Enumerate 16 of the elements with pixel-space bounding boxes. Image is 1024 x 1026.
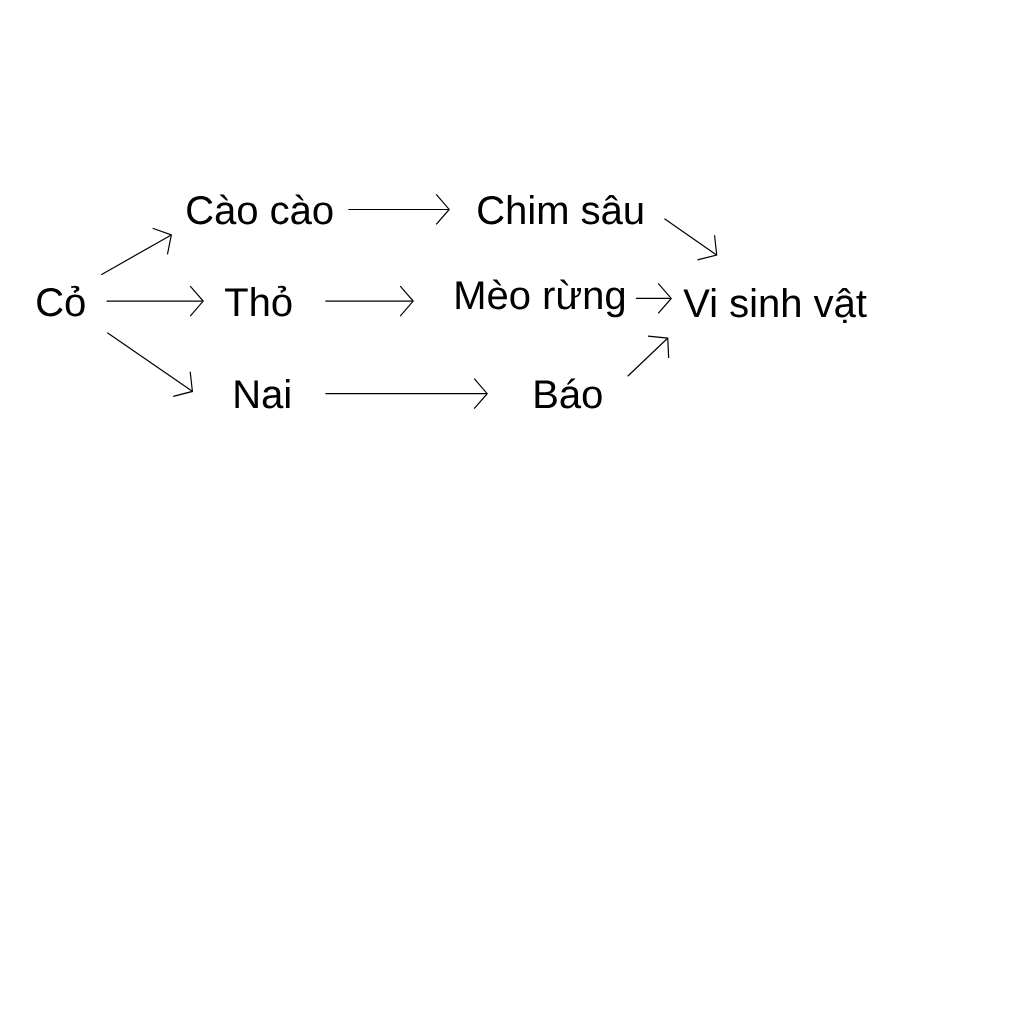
arrow — [627, 335, 670, 377]
arrow — [663, 218, 718, 261]
arrow — [105, 285, 204, 317]
organism-label: Vi sinh vật — [683, 287, 867, 324]
organism-label: Thỏ — [225, 285, 292, 317]
organism-label: Nai — [235, 379, 290, 409]
arrow — [106, 332, 194, 398]
organism-label: Báo — [535, 378, 602, 409]
arrow — [100, 227, 173, 276]
organism-label: Mèo rừng — [456, 279, 625, 318]
arrow — [347, 193, 450, 226]
organism-label: Cào cào — [187, 194, 333, 225]
organism-label: Chim sâu — [478, 194, 643, 225]
arrow — [324, 378, 488, 410]
arrow — [324, 285, 414, 317]
organism-label: Cỏ — [37, 285, 85, 317]
